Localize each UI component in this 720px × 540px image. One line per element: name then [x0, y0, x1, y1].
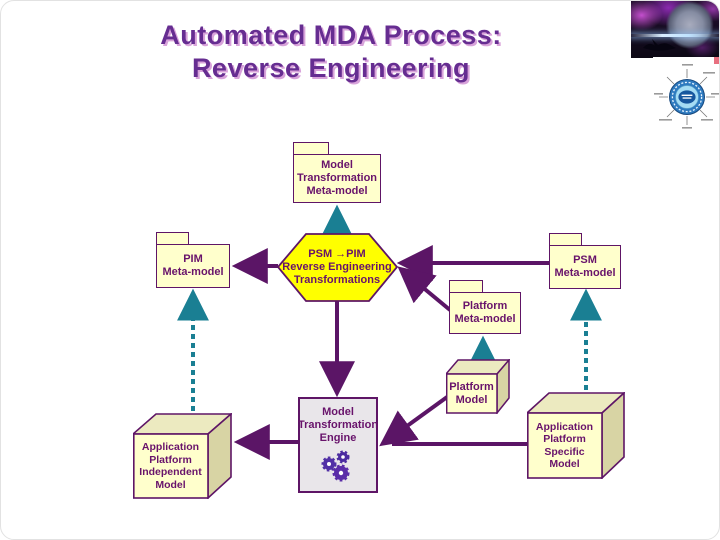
node-label: Model: [321, 159, 353, 171]
node-label: Meta-model: [454, 313, 516, 325]
folder-tab: [549, 233, 582, 246]
node-label: Specific: [544, 445, 585, 458]
node-model-transformation-engine: Model Transformation Engine: [298, 397, 378, 493]
node-label: Meta-model: [306, 185, 368, 197]
node-label: Meta-model: [162, 266, 224, 278]
logo-spokes: [659, 69, 715, 125]
slide-title: Automated MDA Process: Reverse Engineeri…: [41, 19, 621, 85]
cube-shape: [446, 359, 510, 414]
node-label: Transformations: [293, 274, 381, 286]
pink-marker: [714, 57, 719, 64]
node-label: Reverse Engineering: [282, 261, 392, 273]
node-label: Platform: [543, 433, 586, 445]
arrow-platform-model-to-engine: [379, 390, 456, 447]
node-label: Transformation: [297, 419, 379, 431]
logo-ring-text: [671, 81, 703, 113]
horizon-streak: [631, 34, 719, 37]
slide-title-line2: Reverse Engineering: [191, 53, 471, 83]
arrow-platform-meta-model-to-hexagon: [397, 266, 452, 312]
logo-center: [678, 90, 696, 104]
node-label: PSM: [573, 254, 597, 266]
node-label: PSM →PIM: [308, 248, 366, 260]
node-label: Platform: [449, 380, 494, 393]
node-label: Application: [141, 441, 200, 453]
mda-logo: [653, 57, 719, 135]
node-label: Model: [155, 478, 186, 491]
node-label: Application: [535, 420, 594, 433]
node-transformation-hexagon: [276, 233, 399, 302]
folder-tab: [293, 142, 329, 155]
node-application-platform-independent-model: Application Platform Independent Model: [133, 413, 232, 499]
node-label: Meta-model: [554, 267, 616, 279]
cube-shape: [133, 413, 232, 499]
mda-logo-icon: [654, 57, 719, 129]
node-label: Platform: [462, 300, 508, 312]
hexagon-shape: [276, 233, 399, 302]
folder-tab: [449, 280, 483, 293]
folder-body: PSM Meta-model: [549, 245, 621, 289]
logo-center-text: [682, 97, 692, 99]
node-application-platform-specific-model: Application Platform Specific Model: [527, 392, 625, 479]
gears-icon: [321, 450, 350, 482]
node-label: Independent: [139, 466, 202, 478]
cube-shape: [527, 392, 625, 479]
cube-label: Application Platform Independent Model: [133, 434, 208, 498]
folder-body: PIM Meta-model: [156, 244, 230, 288]
folder-body: Model Transformation Meta-model: [293, 154, 381, 203]
logo-center-text: [681, 94, 693, 96]
node-label: PIM: [183, 253, 203, 265]
slide-title-line1: Automated MDA Process:: [160, 20, 502, 50]
folder-body: Platform Meta-model: [449, 292, 521, 334]
node-label: Model: [322, 406, 354, 418]
node-label: Transformation: [296, 172, 378, 184]
cube-label: Platform Model: [446, 374, 497, 413]
cube-label: Application Platform Specific Model: [527, 413, 602, 478]
logo-caption-marks: [654, 64, 719, 129]
hexagon-label: PSM →PIM Reverse Engineering Transformat…: [271, 248, 403, 287]
node-label: Model: [455, 393, 488, 406]
folder-tab: [156, 232, 189, 245]
orca-silhouette-icon: [643, 39, 676, 51]
node-platform-model: Platform Model: [446, 359, 510, 414]
node-label: Platform: [149, 453, 192, 466]
space-photo: [631, 1, 719, 58]
node-label: Model: [549, 458, 580, 470]
node-label: Engine: [319, 432, 357, 444]
